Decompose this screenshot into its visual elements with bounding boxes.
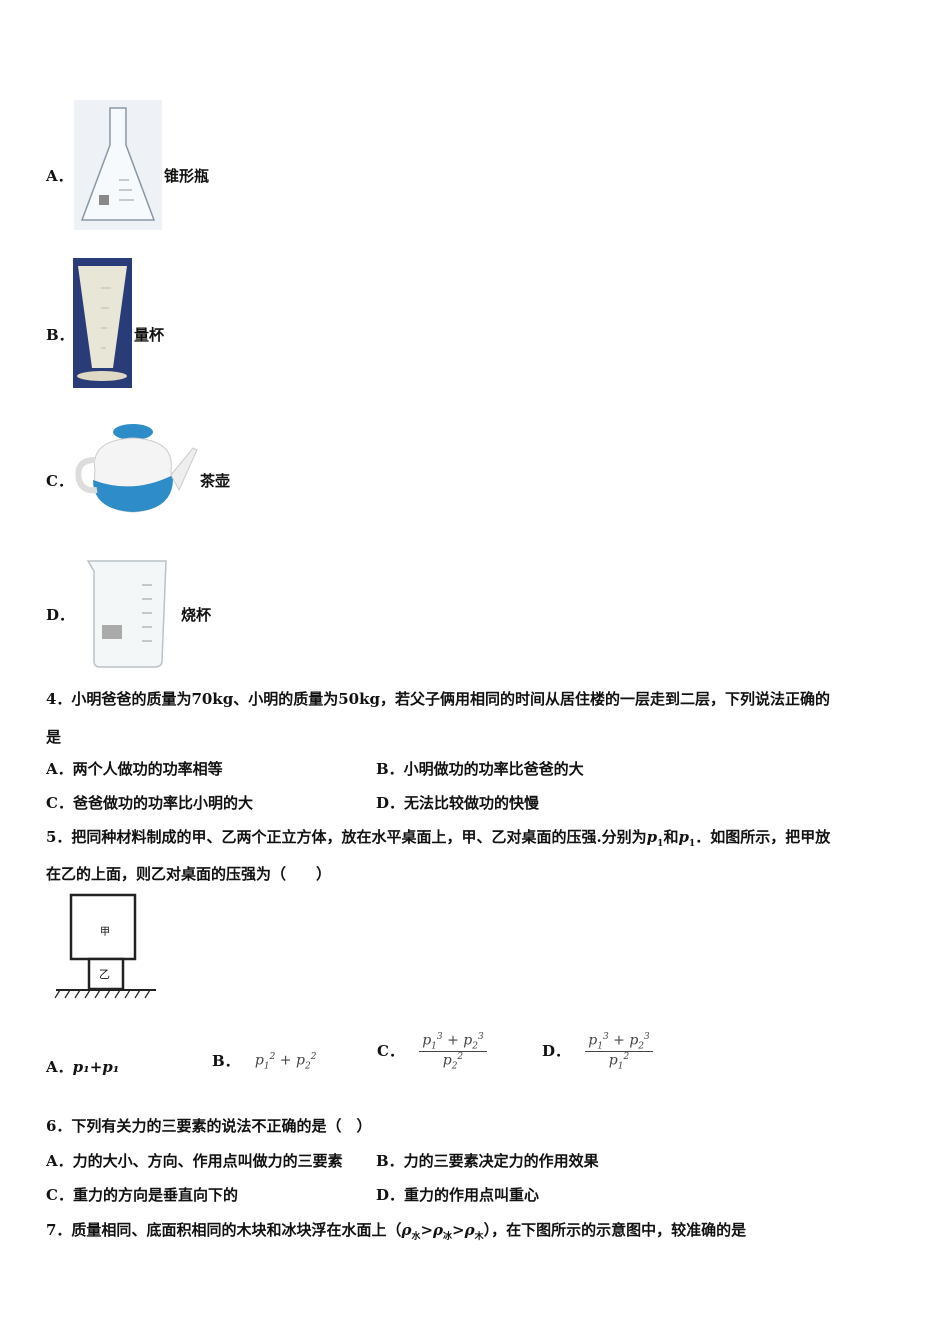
rho: ρ [401,1221,412,1239]
q4-stem-cont: 是 [46,728,62,746]
letter-c: C． [377,1041,404,1060]
p1-symbol: p [646,828,658,846]
q7-stem-start: 7．质量相同、底面积相同的木块和冰块浮在水面上（ [46,1221,402,1239]
erlenmeyer-flask-image [74,100,162,230]
q7-stem-end: ），在下图所示的示意图中，较准确的是 [483,1221,747,1239]
option-letter-a: A． [46,167,73,185]
q4-option-d[interactable]: D．无法比较做功的快慢 [376,794,540,812]
option-letter-d: D． [46,606,75,624]
option-label-cup: 量杯 [134,326,165,344]
q6-option-d[interactable]: D．重力的作用点叫重心 [376,1186,540,1204]
option-label-flask: 锥形瓶 [164,167,210,185]
q6-option-b[interactable]: B．力的三要素决定力的作用效果 [376,1152,599,1170]
rho-sub-ice: 冰 [443,1232,453,1242]
p1-subscript-2: 1 [688,839,696,849]
q7-stem: 7．质量相同、底面积相同的木块和冰块浮在水面上（ρ水>ρ冰>ρ木），在下图所示的… [46,1219,746,1242]
cube-label-jia: 甲 [100,927,110,938]
measuring-cup-image [73,258,132,388]
q4-stem: 4．小明爸爸的质量为70kg、小明的质量为50kg，若父子俩用相同的时间从居住楼… [46,690,830,708]
q5-option-a[interactable]: A．p₁+p₁ [46,1056,119,1077]
letter-d: D． [542,1041,571,1060]
cube-label-yi: 乙 [99,968,110,981]
q5-stem: 5．把同种材料制成的甲、乙两个正立方体，放在水平桌面上，甲、乙对桌面的压强.分别… [46,826,830,849]
rho-sub-wood: 木 [474,1232,484,1242]
q4-option-b[interactable]: B．小明做功的功率比爸爸的大 [376,760,584,778]
option-letter-c: C． [46,472,73,490]
option-letter-b: B． [46,326,74,344]
q4-option-c[interactable]: C．爸爸做功的功率比小明的大 [46,794,253,812]
rho-2: ρ [433,1221,444,1239]
teapot-image [75,424,198,513]
letter-a: A． [46,1058,73,1076]
option-label-teapot: 茶壶 [200,472,231,490]
q6-option-c[interactable]: C．重力的方向是垂直向下的 [46,1186,238,1204]
option-label-beaker: 烧杯 [181,606,212,624]
q5-stem-text: 5．把同种材料制成的甲、乙两个正立方体，放在水平桌面上，甲、乙对桌面的压强.分别… [46,828,647,846]
q5-stem-cont: 在乙的上面，则乙对桌面的压强为（ ） [46,865,332,883]
and-text: 和 [663,828,679,846]
beaker-image [86,560,167,668]
expr-b: p12 + p22 [254,1052,317,1072]
letter-b: B． [212,1052,240,1070]
expr-a: p₁+p₁ [72,1058,120,1076]
q4-option-a[interactable]: A．两个人做功的功率相等 [46,760,223,778]
q5-option-b[interactable]: B． p12 + p22 [212,1050,316,1072]
rho-3: ρ [464,1221,475,1239]
p1-subscript: 1 [657,839,664,849]
q5-stem-end: ．如图所示，把甲放 [695,828,831,846]
stacked-cubes-figure [54,893,156,999]
p1-symbol-2: p [678,828,689,846]
gt-2: > [452,1221,465,1239]
q6-stem: 6．下列有关力的三要素的说法不正确的是（ ） [46,1117,372,1135]
rho-sub-water: 水 [411,1232,421,1242]
q6-option-a[interactable]: A．力的大小、方向、作用点叫做力的三要素 [46,1152,343,1170]
gt: > [420,1221,434,1239]
